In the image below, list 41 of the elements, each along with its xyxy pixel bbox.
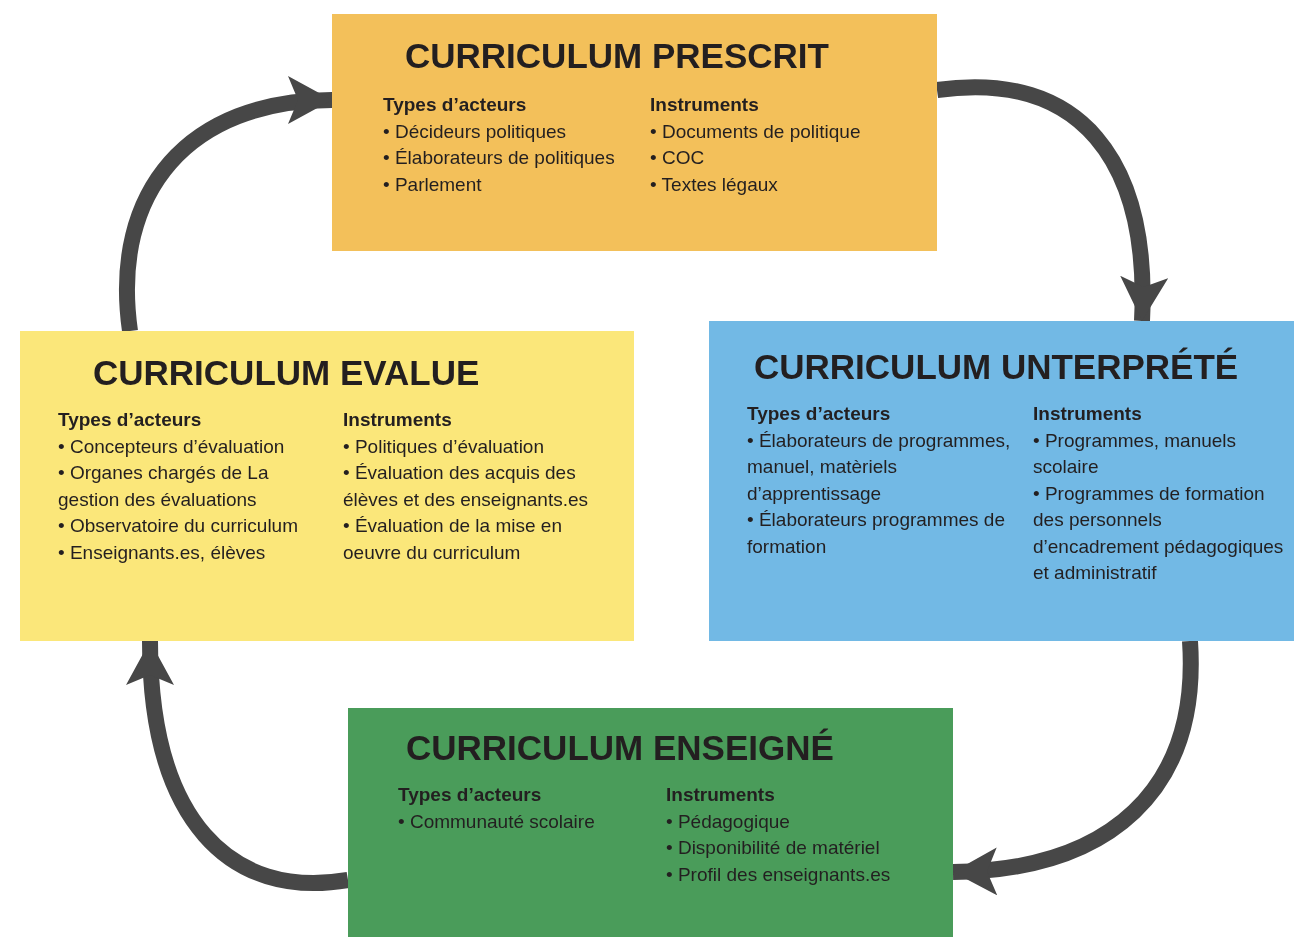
list-item: • Parlement <box>383 172 483 197</box>
list-item: • Communauté scolaire <box>398 809 596 834</box>
list-item: • COC <box>650 146 706 170</box>
list-item: • Disponibilité de matériel <box>666 836 881 860</box>
stage-box <box>348 708 953 937</box>
list-item: • Élaborateurs programmes de formation <box>747 508 1006 559</box>
stage-box <box>332 14 937 251</box>
list-item: • Décideurs politiques <box>383 119 568 144</box>
stage-box <box>20 331 634 641</box>
box-title: CURRICULUM UNTERPRÉTÉ <box>754 347 1239 387</box>
list-item: • Élaborateurs de programmes, manuel, matèriels d’apprentissage <box>747 428 1012 506</box>
column-heading: Instruments <box>1033 402 1143 426</box>
column-heading: Instruments <box>343 408 453 432</box>
column-heading: Types d’acteurs <box>383 93 528 117</box>
list-item: • Textes légaux <box>650 172 779 197</box>
list-item: • Évaluation de la mise en oeuvre du curriculum <box>343 514 563 565</box>
column-heading: Types d’acteurs <box>58 408 203 432</box>
box-title: CURRICULUM PRESCRIT <box>405 36 829 76</box>
list-item: • Évaluation des acquis des élèves et des enseignants.es <box>343 461 590 512</box>
list-item: • Concepteurs d’évaluation <box>58 434 286 459</box>
list-item: • Programmes de formation des personnels d’encadrement pédagogiques et administratif <box>1033 481 1285 585</box>
list-item: • Observatoire du curriculum <box>58 514 299 538</box>
stage-box <box>709 321 1294 641</box>
list-item: • Documents de politique <box>650 119 862 144</box>
list-item: • Programmes, manuels scolaire <box>1033 428 1238 479</box>
list-item: • Profil des enseignants.es <box>666 862 892 887</box>
column-heading: Instruments <box>666 783 776 807</box>
list-item: • Pédagogique <box>666 809 791 834</box>
curved-arrow <box>952 640 1199 894</box>
list-item: • Enseignants.es, élèves <box>58 540 267 565</box>
list-item: • Organes chargés de La gestion des évaluations <box>58 461 270 512</box>
list-item: • Politiques d’évaluation <box>343 434 545 459</box>
column-heading: Types d’acteurs <box>747 402 892 426</box>
curved-arrow <box>119 78 333 332</box>
curved-arrow <box>127 640 349 891</box>
column-heading: Types d’acteurs <box>398 783 543 807</box>
curved-arrow <box>936 79 1167 322</box>
column-heading: Instruments <box>650 93 760 117</box>
box-title: CURRICULUM ENSEIGNÉ <box>406 728 834 768</box>
box-title: CURRICULUM EVALUE <box>93 353 480 393</box>
list-item: • Élaborateurs de politiques <box>383 146 616 170</box>
